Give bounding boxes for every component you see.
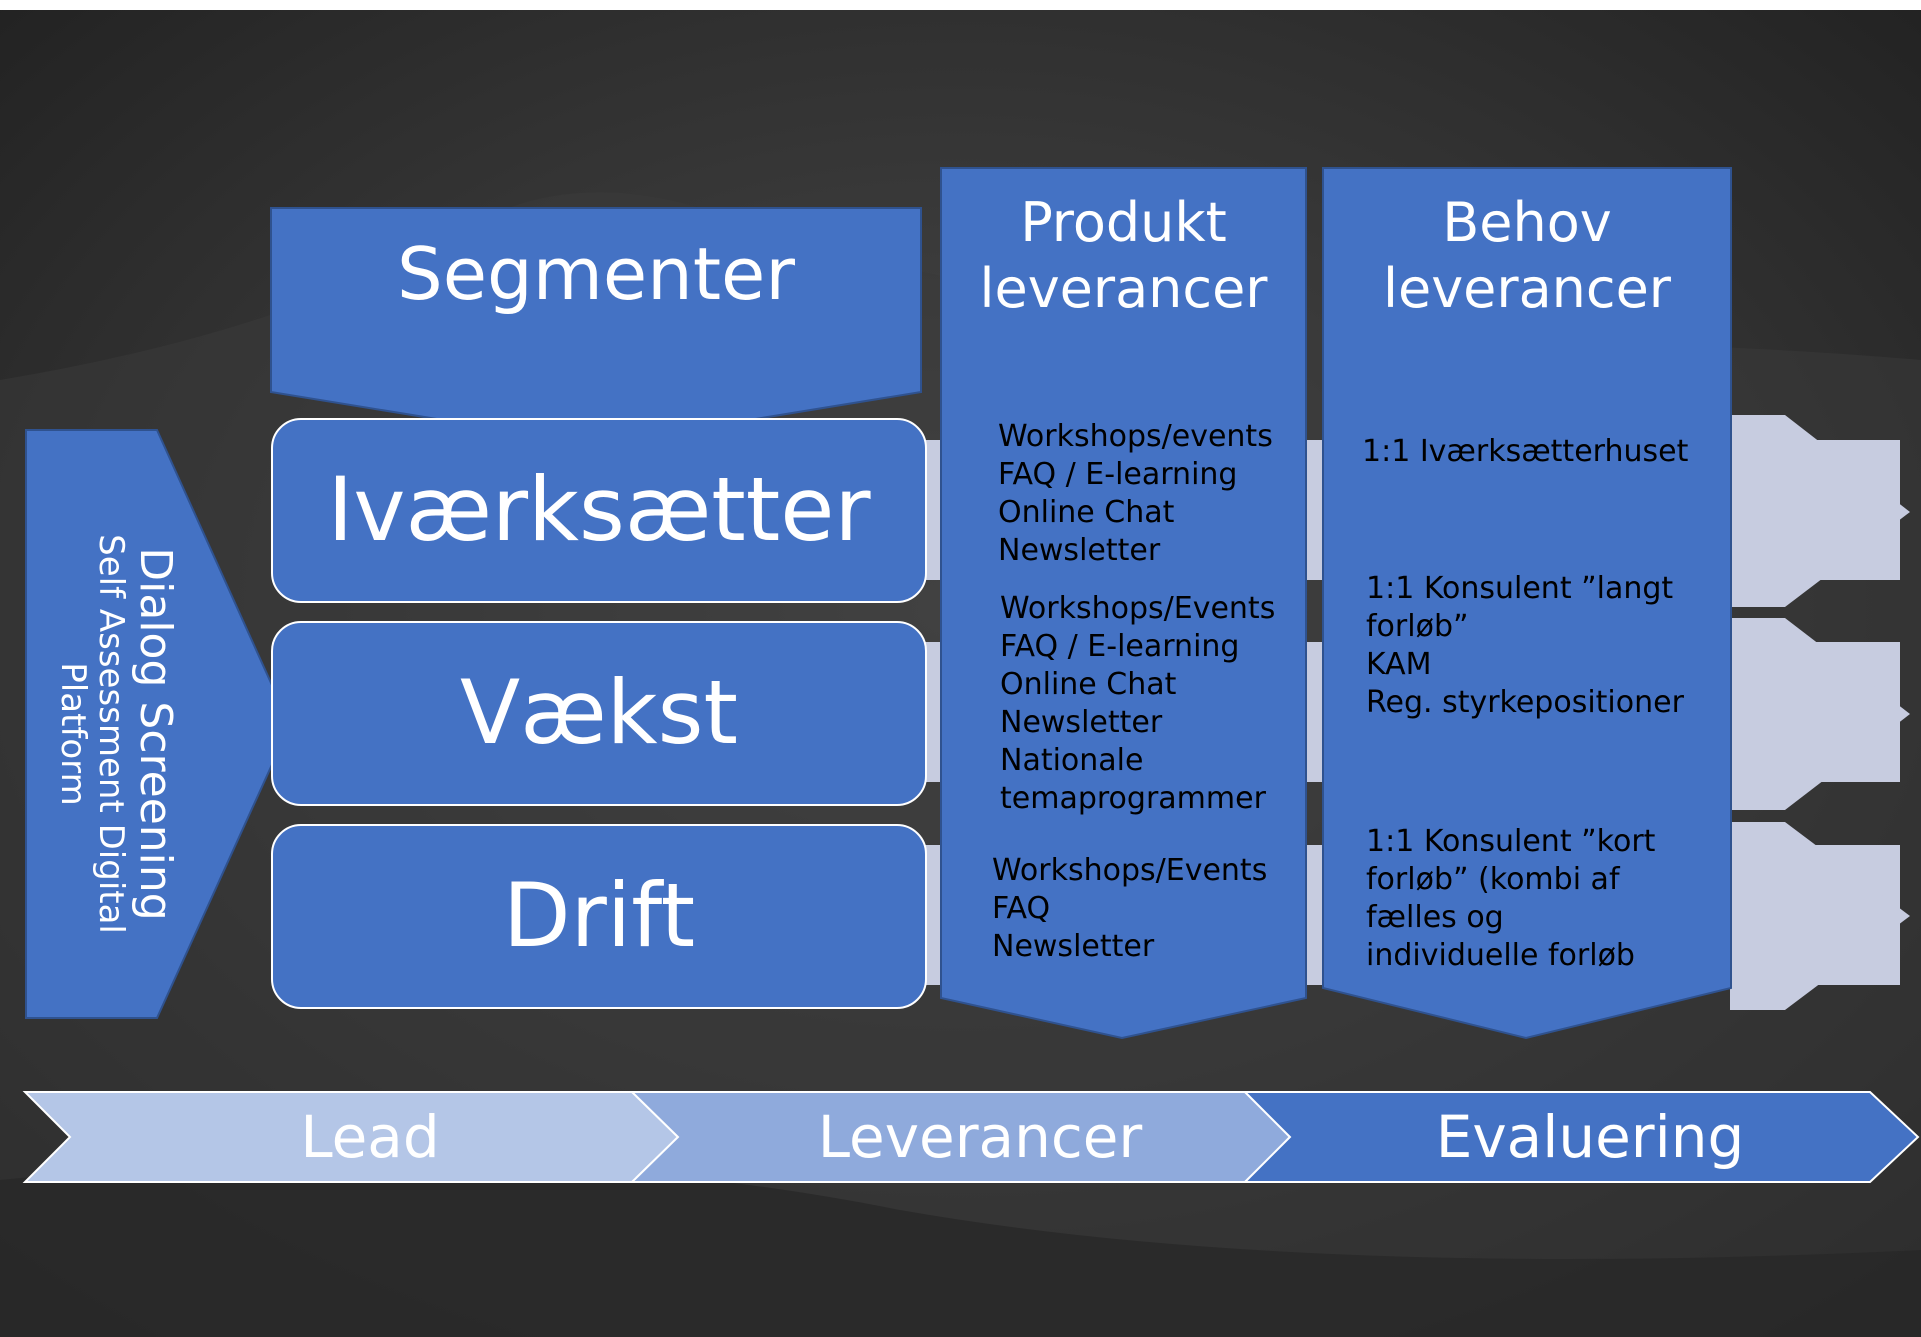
process-label-evaluering: Evaluering bbox=[1435, 1103, 1745, 1171]
dialog-screening-shape bbox=[25, 429, 292, 1019]
dialog-screening-subtitle-line2: Platform bbox=[53, 662, 93, 806]
produkt-leverancer-shape bbox=[940, 167, 1307, 1040]
produkt-heading-line2: leverancer bbox=[979, 257, 1268, 320]
segmenter-heading: Segmenter bbox=[397, 232, 795, 316]
segment-label-drift: Drift bbox=[502, 864, 696, 967]
arrow-head-ivaerksaetter bbox=[1730, 415, 1910, 607]
process-step-evaluering bbox=[1242, 1091, 1920, 1183]
segment-label-vaekst: Vækst bbox=[460, 661, 738, 764]
segment-label-ivaerksaetter: Iværksætter bbox=[327, 458, 871, 561]
produkt-heading-line1: Produkt bbox=[1020, 191, 1227, 254]
behov-heading-line2: leverancer bbox=[1382, 257, 1672, 320]
segment-box-ivaerksaetter: Iværksætter bbox=[271, 418, 927, 603]
produkt-list-vaekst: Workshops/Events FAQ / E-learning Online… bbox=[1000, 591, 1276, 816]
behov-list-vaekst: 1:1 Konsulent ”langt forløb” KAM Reg. st… bbox=[1366, 571, 1684, 720]
background-shadow-shape bbox=[0, 1160, 1921, 1337]
dialog-screening-title: Dialog Screening bbox=[130, 547, 181, 921]
produkt-list-drift: Workshops/Events FAQ Newsletter bbox=[992, 853, 1268, 964]
arrow-head-drift bbox=[1730, 822, 1910, 1010]
segment-box-drift: Drift bbox=[271, 824, 927, 1009]
process-label-leverancer: Leverancer bbox=[817, 1103, 1143, 1171]
arrow-head-vaekst bbox=[1730, 618, 1910, 810]
produkt-list-ivaerksaetter: Workshops/events FAQ / E-learning Online… bbox=[998, 419, 1273, 568]
behov-list-drift: 1:1 Konsulent ”kort forløb” (kombi af fæ… bbox=[1366, 824, 1656, 973]
dialog-screening-subtitle-line1: Self Assessment Digital bbox=[91, 534, 131, 934]
dialog-screening-text: Dialog Screening Self Assessment Digital… bbox=[53, 484, 181, 984]
segment-box-vaekst: Vækst bbox=[271, 621, 927, 806]
behov-heading-line1: Behov bbox=[1442, 191, 1612, 254]
behov-leverancer-shape bbox=[1322, 167, 1732, 1040]
process-label-lead: Lead bbox=[300, 1103, 440, 1171]
behov-list-ivaerksaetter: 1:1 Iværksætterhuset bbox=[1362, 434, 1689, 469]
